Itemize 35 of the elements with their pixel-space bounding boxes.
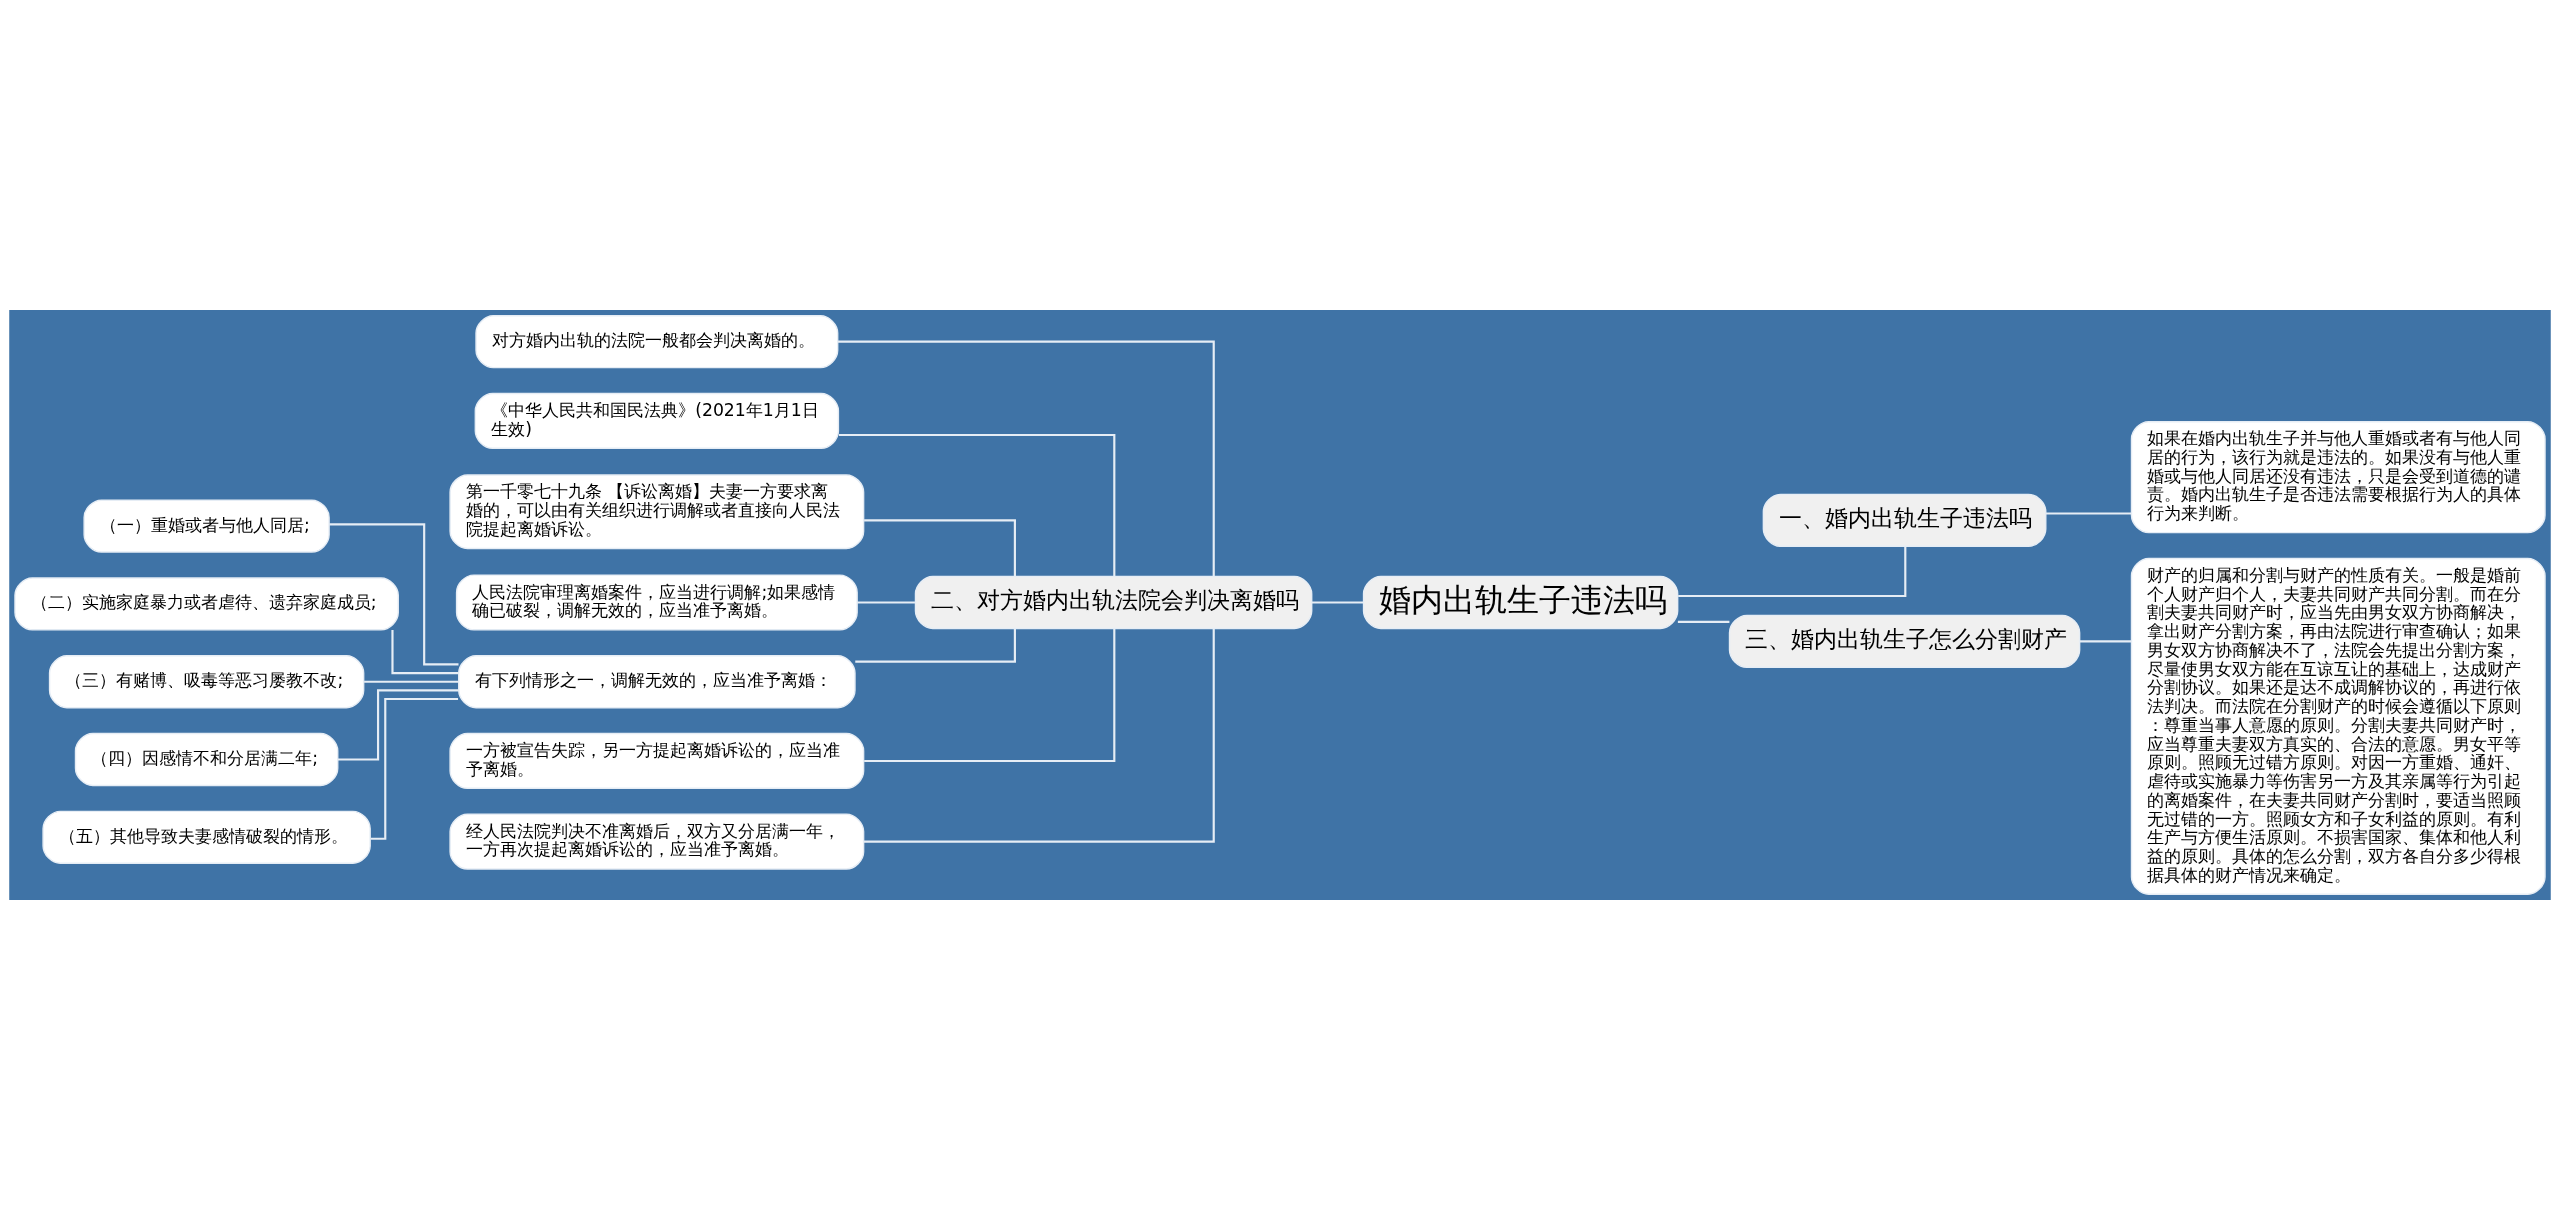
connector bbox=[1677, 620, 1730, 623]
node-box: 婚内出轨生子违法吗 bbox=[1362, 575, 1679, 629]
connector bbox=[863, 628, 1215, 843]
node-box: （一）重婚或者与他人同居; bbox=[83, 498, 330, 553]
node-box: 人民法院审理离婚案件，应当进行调解;如果感情确已破裂，调解无效的，应当准予离婚。 bbox=[455, 573, 858, 631]
node-box: 三、婚内出轨生子怎么分割财产 bbox=[1728, 614, 2081, 668]
connector bbox=[370, 697, 459, 840]
node-box: （五）其他导致夫妻感情破裂的情形。 bbox=[42, 810, 371, 864]
node-box: （四）因感情不和分居满二年; bbox=[74, 732, 339, 786]
node-box: 对方婚内出轨的法院一般都会判决离婚的。 bbox=[475, 314, 839, 368]
node-box: 第一千零七十九条 【诉讼离婚】夫妻一方要求离婚的，可以由有关组织进行调解或者直接向人民法院提起离婚诉讼。 bbox=[449, 473, 865, 549]
node-box: 如果在婚内出轨生子并与他人重婚或者有与他人同居的行为，该行为就是违法的。如果没有与他人重婚或与他人同居还没有违法，只是会受到道德的谴责。婚内出轨生子是否违法需要根据行为人的具体行为来判断。 bbox=[2130, 420, 2546, 533]
connector bbox=[364, 680, 459, 683]
node-box: 经人民法院判决不准离婚后，双方又分居满一年，一方再次提起离婚诉讼的，应当准予离婚。 bbox=[449, 813, 865, 870]
connector bbox=[337, 688, 459, 761]
node-box: （三）有赌博、吸毒等恶习屡教不改; bbox=[48, 654, 365, 708]
connector bbox=[864, 518, 1016, 576]
node-box: 一、婚内出轨生子违法吗 bbox=[1762, 493, 2047, 547]
node-box: 有下列情形之一，调解无效的，应当准予离婚： bbox=[458, 654, 856, 708]
connector bbox=[1678, 545, 1907, 597]
node-box: 财产的归属和分割与财产的性质有关。一般是婚前个人财产归个人，夫妻共同财产共同分割。而在分割夫妻共同财产时，应当先由男女双方协商解决，拿出财产分割方案，再由法院进行审查确认；如果男女双方协商解决不了，法院会先提出分割方案，尽量使男女双方能在互谅互让的基础上，达成财产分割协议。如果还是达不成调解协议的，再进行依法判决。而法院在分割财产的时候会遵循以下原则：尊重当事人意愿的原则。分割夫妻共同财产时，应当尊重夫妻双方真实的、合法的意愿。男女平等原则。照顾无过错方原则。对因一方重婚、通奸、虐待或实施暴力等伤害另一方及其亲属等行为引起的离婚案件，在夫妻共同财产分割时，要适当照顾无过错的一方。照顾女方和子女利益的原则。有利生产与方便生活原则。不损害国家、集体和他人利益的原则。具体的怎么分割，双方各自分多少得根据具体的财产情况来确定。 bbox=[2130, 557, 2546, 895]
connector bbox=[855, 628, 1016, 663]
connector bbox=[2079, 639, 2132, 642]
connector bbox=[391, 629, 459, 674]
node-box: 《中华人民共和国民法典》(2021年1月1日生效) bbox=[474, 392, 840, 449]
node-box: （二）实施家庭暴力或者虐待、遗弃家庭成员; bbox=[14, 576, 399, 631]
connector bbox=[864, 628, 1116, 762]
connector bbox=[857, 600, 915, 604]
connector bbox=[838, 340, 1215, 576]
connector bbox=[839, 433, 1116, 576]
connector bbox=[1311, 600, 1364, 604]
connector bbox=[329, 522, 459, 665]
node-box: 一方被宣告失踪，另一方提起离婚诉讼的，应当准予离婚。 bbox=[449, 732, 865, 789]
connector bbox=[2046, 511, 2132, 515]
node-box: 二、对方婚内出轨法院会判决离婚吗 bbox=[914, 575, 1313, 629]
